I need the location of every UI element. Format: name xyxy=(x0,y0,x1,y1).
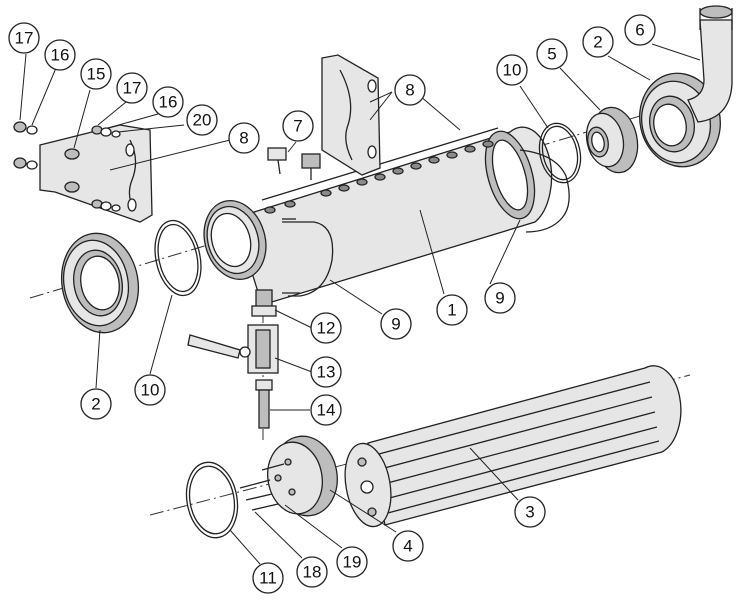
svg-text:9: 9 xyxy=(391,315,400,334)
svg-text:14: 14 xyxy=(317,401,336,420)
callout-4: 4 xyxy=(392,530,424,562)
svg-text:7: 7 xyxy=(293,117,302,136)
callout-16-top-left: 16 xyxy=(44,39,76,71)
callout-18: 18 xyxy=(296,556,328,588)
svg-text:13: 13 xyxy=(317,363,336,382)
svg-text:20: 20 xyxy=(193,111,212,130)
callout-8-left: 8 xyxy=(228,122,260,154)
ball-valve xyxy=(187,324,279,374)
callout-9-right: 9 xyxy=(484,282,516,314)
callout-17-top: 17 xyxy=(116,72,148,104)
callout-3: 3 xyxy=(514,496,546,528)
svg-text:1: 1 xyxy=(447,301,456,320)
u-bolt-right xyxy=(519,149,570,233)
svg-text:2: 2 xyxy=(593,33,602,52)
svg-text:12: 12 xyxy=(317,319,336,338)
main-tube-body xyxy=(234,126,553,306)
callout-14: 14 xyxy=(310,394,342,426)
tube-ports xyxy=(264,140,494,214)
callout-5: 5 xyxy=(536,38,568,70)
svg-text:17: 17 xyxy=(123,79,142,98)
svg-text:10: 10 xyxy=(503,61,522,80)
callout-1: 1 xyxy=(436,294,468,326)
callout-9-left: 9 xyxy=(380,308,412,340)
svg-text:17: 17 xyxy=(15,29,34,48)
svg-text:8: 8 xyxy=(405,81,414,100)
bracket-fasteners-left xyxy=(13,121,121,212)
svg-text:18: 18 xyxy=(303,563,322,582)
callout-10-right: 10 xyxy=(496,54,528,86)
svg-text:16: 16 xyxy=(51,46,70,65)
reducer-adapter xyxy=(585,106,639,174)
terminal-screws xyxy=(239,463,285,511)
callout-10-left: 10 xyxy=(134,374,166,406)
mounting-bracket-left xyxy=(13,121,153,223)
callout-12: 12 xyxy=(310,312,342,344)
elbow-pipe xyxy=(687,5,733,123)
svg-text:16: 16 xyxy=(159,93,178,112)
u-bolt-left xyxy=(282,218,334,297)
callout-8-top: 8 xyxy=(394,74,426,106)
mounting-bracket-top xyxy=(321,54,381,176)
callout-20: 20 xyxy=(186,104,218,136)
callout-17-top-left: 17 xyxy=(8,22,40,54)
callout-15: 15 xyxy=(80,58,112,90)
svg-text:9: 9 xyxy=(495,289,504,308)
svg-text:2: 2 xyxy=(91,395,100,414)
svg-text:10: 10 xyxy=(141,381,160,400)
svg-text:15: 15 xyxy=(87,65,106,84)
end-flange xyxy=(267,435,338,517)
svg-text:6: 6 xyxy=(635,21,644,40)
svg-text:19: 19 xyxy=(343,553,362,572)
tube-left-thread xyxy=(203,200,267,280)
callout-13: 13 xyxy=(310,356,342,388)
union-nut-left xyxy=(60,232,140,334)
svg-text:3: 3 xyxy=(525,503,534,522)
callout-2-left: 2 xyxy=(80,388,112,420)
temperature-sensor xyxy=(267,147,321,180)
hose-barb xyxy=(255,379,273,429)
gasket-ring-right xyxy=(538,122,582,184)
svg-text:5: 5 xyxy=(547,45,556,64)
flange-gasket xyxy=(185,461,239,539)
callout-16-top: 16 xyxy=(152,86,184,118)
gasket-ring-left xyxy=(154,219,202,297)
svg-text:8: 8 xyxy=(239,129,248,148)
callout-2-right: 2 xyxy=(582,26,614,58)
heating-element-bundle xyxy=(344,365,682,528)
callout-11: 11 xyxy=(252,562,284,594)
leader-lines xyxy=(19,43,701,565)
nipple-fitting xyxy=(251,289,277,317)
svg-text:11: 11 xyxy=(259,569,277,588)
callout-19: 19 xyxy=(336,546,368,578)
callout-7: 7 xyxy=(282,110,314,142)
svg-text:4: 4 xyxy=(403,537,412,556)
callout-6: 6 xyxy=(624,14,656,46)
